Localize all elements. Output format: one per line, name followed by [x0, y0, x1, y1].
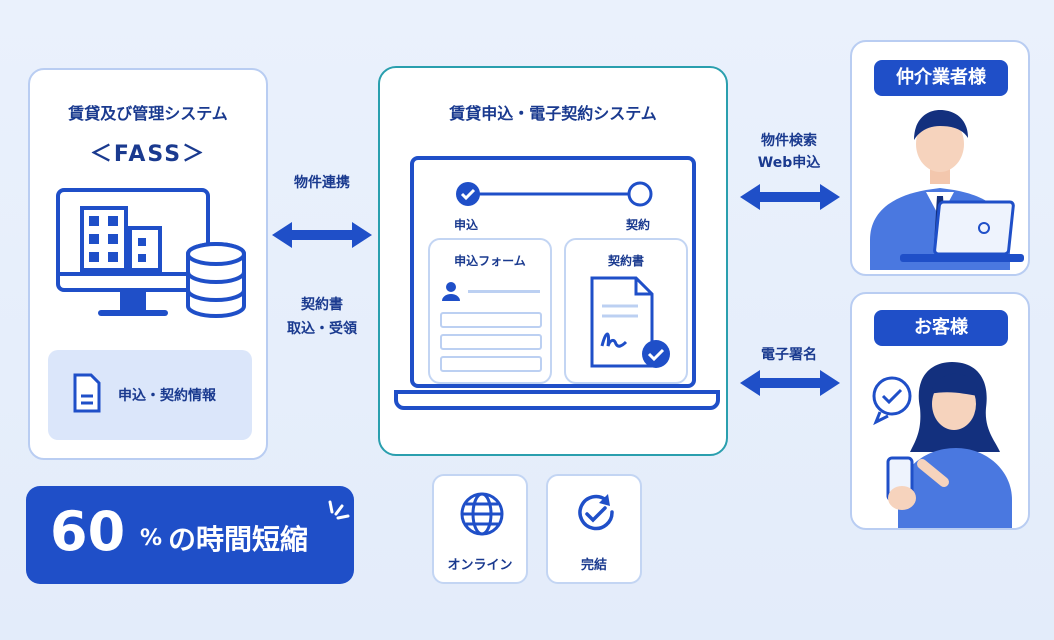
double-arrow-icon — [740, 370, 840, 396]
name-line — [468, 290, 540, 293]
property-search-label-1: 物件検索 — [761, 133, 817, 149]
sparkle-icon — [328, 500, 350, 520]
feature-online-label: オンライン — [447, 558, 513, 573]
feature-complete-card: 完結 — [546, 474, 642, 584]
contract-import-label-2: 取込・受領 — [287, 321, 357, 337]
info-label: 申込・契約情報 — [118, 388, 216, 404]
document-icon — [73, 373, 101, 413]
agent-label: 仲介業者様 — [874, 60, 1008, 96]
form-field-3 — [440, 356, 542, 372]
agent-person-icon — [870, 110, 1024, 270]
step-application-label: 申込 — [454, 218, 479, 232]
property-link-label: 物件連携 — [294, 175, 350, 191]
form-field-1 — [440, 312, 542, 328]
refresh-check-icon — [578, 494, 614, 531]
laptop-screen: 申込 契約 申込フォーム 契約書 — [410, 156, 696, 388]
feature-complete-label: 完結 — [580, 558, 607, 573]
center-system-title: 賃貸申込・電子契約システム — [449, 104, 657, 123]
step-progress — [456, 181, 653, 207]
monitor-building-icon — [56, 188, 246, 318]
time-savings-unit: % — [140, 526, 163, 551]
time-savings-text: の時間短縮 — [168, 523, 309, 556]
feature-online-card: オンライン — [432, 474, 528, 584]
double-arrow-icon — [272, 222, 372, 248]
contract-card-title: 契約書 — [607, 254, 644, 268]
agent-card: 仲介業者様 — [850, 40, 1030, 276]
customer-person-icon — [872, 362, 1012, 528]
globe-icon — [460, 492, 504, 536]
e-signature-label: 電子署名 — [761, 347, 817, 363]
application-form-card: 申込フォーム — [428, 238, 552, 384]
management-system-title: 賃貸及び管理システム — [68, 104, 228, 123]
contract-import-label-1: 契約書 — [301, 297, 343, 313]
signed-contract-icon — [590, 276, 670, 368]
application-form-title: 申込フォーム — [454, 254, 526, 268]
management-system-subtitle: ＜FASS＞ — [89, 142, 207, 167]
step-contract-label: 契約 — [626, 218, 651, 232]
user-icon — [442, 282, 460, 301]
management-system-card: 賃貸及び管理システム ＜FASS＞ 申込・契約情報 — [28, 68, 268, 460]
time-savings-badge: 60 % の時間短縮 — [26, 486, 354, 584]
time-savings-number: 60 — [50, 500, 126, 563]
contract-card: 契約書 — [564, 238, 688, 384]
double-arrow-icon — [740, 184, 840, 210]
customer-label: お客様 — [874, 310, 1008, 346]
customer-card: お客様 — [850, 292, 1030, 530]
laptop-base — [394, 390, 720, 410]
form-field-2 — [440, 334, 542, 350]
info-box: 申込・契約情報 — [48, 350, 252, 440]
property-search-label-2: Web申込 — [757, 155, 821, 171]
application-contract-system-card: 賃貸申込・電子契約システム 申込 契約 申込フォーム 契約書 — [378, 66, 728, 456]
